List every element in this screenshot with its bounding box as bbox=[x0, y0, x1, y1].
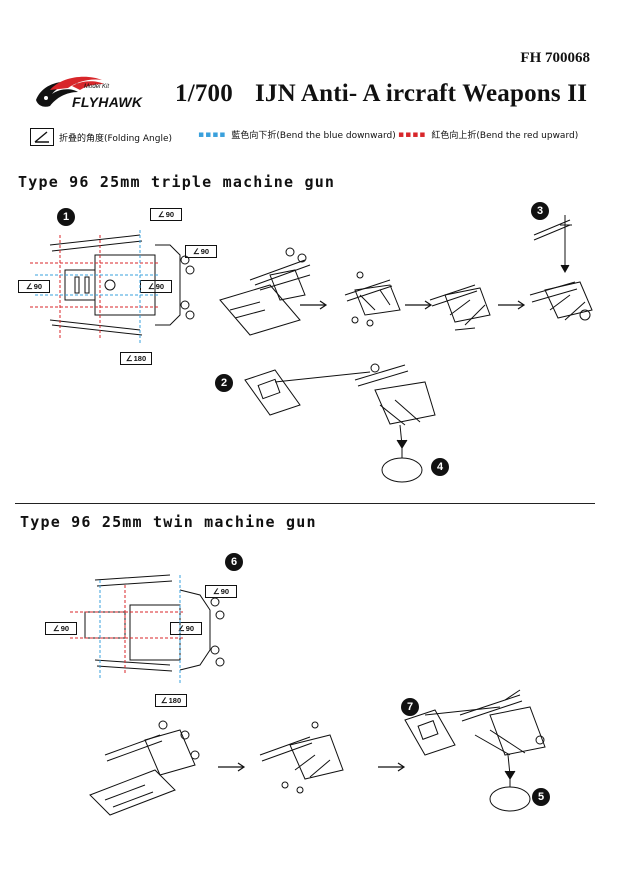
step-7-badge: 7 bbox=[401, 698, 419, 716]
brand-name: FLYHAWK bbox=[72, 94, 143, 110]
section-divider bbox=[15, 503, 595, 504]
angle-label: ∠90 bbox=[185, 245, 217, 258]
step-4-badge: 4 bbox=[431, 458, 449, 476]
triple-gun-assembly-stage bbox=[344, 271, 401, 327]
step-6-badge: 6 bbox=[225, 553, 243, 571]
legend-folding-label: 折叠的角度(Folding Angle) bbox=[59, 133, 172, 144]
triple-gun-assembly-stage bbox=[219, 247, 311, 336]
title-text: IJN Anti- A ircraft Weapons II bbox=[254, 80, 588, 107]
arrow-icon bbox=[498, 300, 526, 310]
arrow-icon bbox=[405, 300, 433, 310]
hawk-icon bbox=[36, 76, 104, 107]
step-5-badge: 5 bbox=[532, 788, 550, 806]
angle-label: ∠90 bbox=[205, 585, 237, 598]
twin-gun-assembly-stage bbox=[259, 721, 344, 794]
twin-gun-assembly-stage bbox=[89, 720, 200, 816]
product-code: FH 700068 bbox=[520, 50, 590, 66]
section-title-triple: Type 96 25mm triple machine gun bbox=[18, 173, 336, 191]
legend-folding: 折叠的角度(Folding Angle) bbox=[30, 128, 172, 146]
angle-label: ∠90 bbox=[170, 622, 202, 635]
flyhawk-logo: Model Kit FLYHAWK bbox=[32, 70, 172, 114]
angle-label: ∠90 bbox=[18, 280, 50, 293]
folding-angle-icon bbox=[30, 128, 54, 146]
triple-gun-final-with-sight bbox=[529, 215, 593, 321]
triple-gun-flat-part bbox=[30, 230, 195, 345]
legend-bar: 折叠的角度(Folding Angle) ▪▪▪▪ 藍色向下折(Bend the… bbox=[30, 124, 620, 148]
triple-gun-base-attach bbox=[244, 363, 436, 483]
legend-red: ▪▪▪▪ 紅色向上折(Bend the red upward) bbox=[398, 128, 579, 142]
page-title: 1/700 IJN Anti- A ircraft Weapons II bbox=[175, 80, 587, 108]
angle-label: ∠180 bbox=[120, 352, 152, 365]
angle-label: ∠180 bbox=[155, 694, 187, 707]
scale-label: 1/700 bbox=[175, 80, 233, 107]
angle-label: ∠90 bbox=[150, 208, 182, 221]
arrow-icon bbox=[300, 300, 328, 310]
twin-gun-flat-part bbox=[70, 574, 225, 685]
red-dash-icon: ▪▪▪▪ bbox=[398, 129, 427, 140]
step-2-badge: 2 bbox=[215, 374, 233, 392]
section-title-twin: Type 96 25mm twin machine gun bbox=[20, 513, 317, 531]
blue-dash-icon: ▪▪▪▪ bbox=[198, 129, 227, 140]
brand-tagline: Model Kit bbox=[84, 84, 110, 90]
arrow-icon bbox=[378, 762, 406, 772]
arrow-icon bbox=[218, 762, 246, 772]
legend-blue: ▪▪▪▪ 藍色向下折(Bend the blue downward) bbox=[198, 128, 396, 142]
step-1-badge: 1 bbox=[57, 208, 75, 226]
twin-gun-base-attach bbox=[404, 689, 546, 812]
step-3-badge: 3 bbox=[531, 202, 549, 220]
triple-gun-assembly-stage bbox=[429, 284, 491, 331]
legend-red-label: 紅色向上折(Bend the red upward) bbox=[431, 131, 579, 141]
angle-label: ∠90 bbox=[45, 622, 77, 635]
legend-blue-label: 藍色向下折(Bend the blue downward) bbox=[231, 131, 396, 141]
